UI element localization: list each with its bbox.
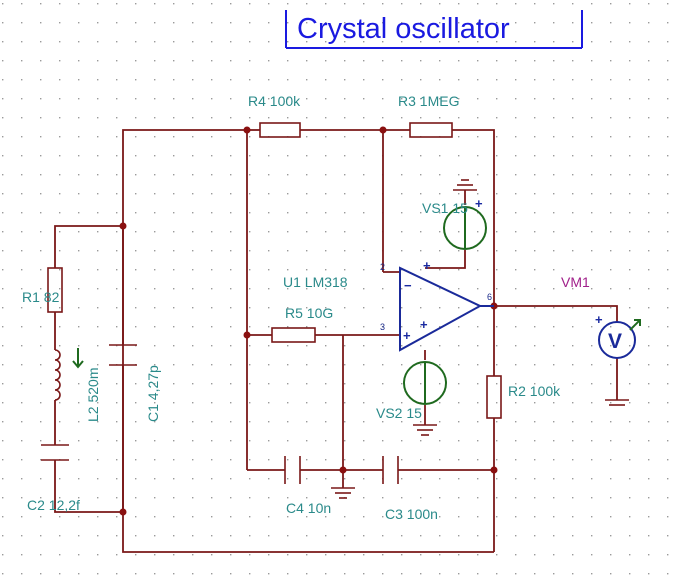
capacitor-c4: C4 10n [284,456,331,516]
resistor-r1: R1 82 [22,267,63,313]
pin-6-label: 6 [487,292,492,302]
wire-output-meter [494,305,618,322]
title-box: Crystal oscillator [285,10,583,49]
voltmeter-vm1: V + VM1 [561,274,641,406]
resistor-r3: R3 1MEG [398,93,459,138]
capacitor-c2: C2 12,2f [27,444,80,513]
opamp-supply-plus-lower: + [420,317,428,332]
pin-2-label: 2 [380,262,385,272]
voltmeter-symbol: V [608,330,622,353]
voltage-source-vs2: VS2 15 [376,361,447,436]
opamp-minus: − [404,278,412,293]
resistor-r5: R5 10G [271,305,333,343]
label-r5: R5 10G [285,305,333,321]
resistor-r4: R4 100k [248,93,301,138]
inductor-l2: L2 520m [54,348,101,422]
wire-r1-top [54,225,123,268]
label-r4: R4 100k [248,93,301,109]
label-r3: R3 1MEG [398,93,459,109]
label-l2: L2 520m [85,368,101,422]
wire-vs1-opamp [425,250,466,269]
label-c3: C3 100n [385,506,438,522]
resistor-r2: R2 100k [486,375,561,419]
capacitor-c1: C1 4,27p [109,344,161,422]
pin-3-label: 3 [380,322,385,332]
label-vm1: VM1 [561,274,590,290]
label-vs2: VS2 15 [376,405,422,421]
opamp-plus: + [403,328,411,343]
diagram-title: Crystal oscillator [297,13,510,45]
voltmeter-plus: + [595,312,603,327]
wire-c2-bottom [54,460,123,513]
capacitor-c3: C3 100n [382,456,438,522]
label-vs1: VS1 15 [422,200,468,216]
voltage-source-vs1: + VS1 15 [422,179,487,250]
label-u1: U1 LM318 [283,274,348,290]
label-r2: R2 100k [508,383,561,399]
wire-bottom [122,512,494,553]
label-c1: C1 4,27p [145,365,161,422]
vs1-plus: + [475,196,483,211]
wire-r3-output [452,129,495,306]
label-r1: R1 82 [22,289,60,305]
label-c4: C4 10n [286,500,331,516]
opamp-u1: − + + + 2 3 6 U1 LM318 [283,258,494,352]
junction-nodes [119,126,498,516]
opamp-supply-plus: + [423,258,431,273]
ground-symbol-center [331,487,355,499]
label-c2: C2 12,2f [27,497,80,513]
